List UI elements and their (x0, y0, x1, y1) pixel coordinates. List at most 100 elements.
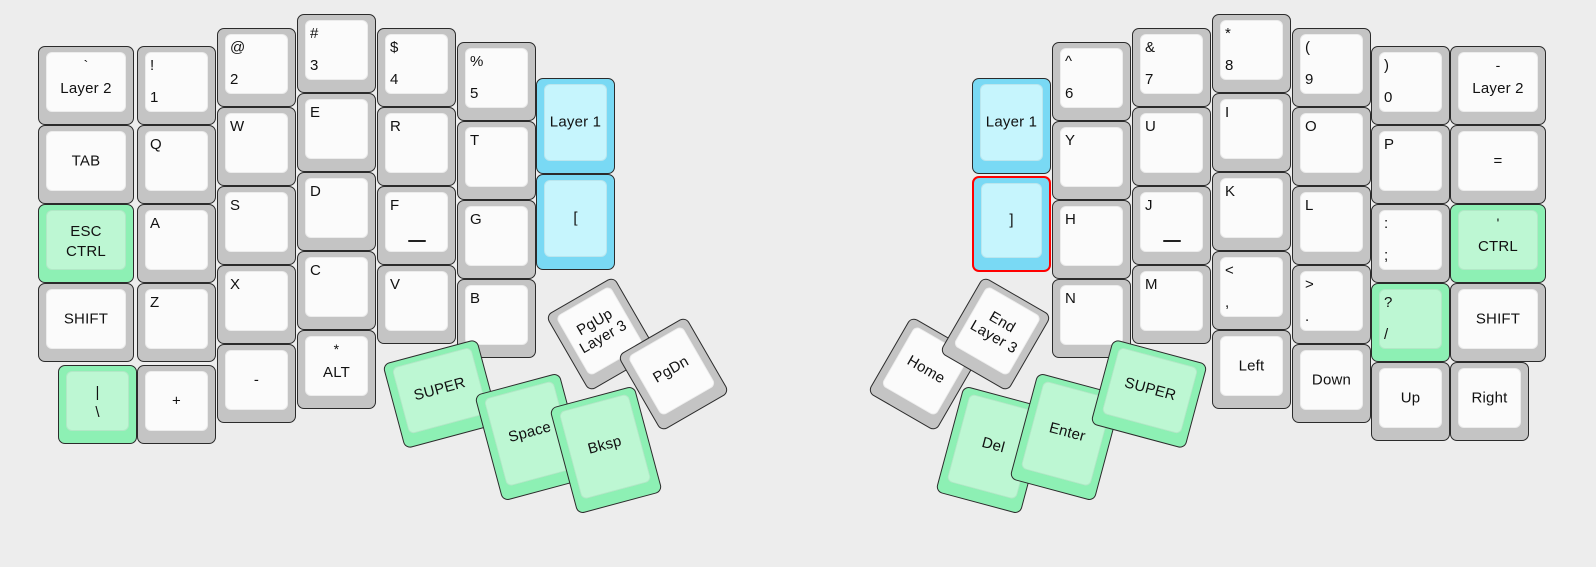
key-label: / (1384, 326, 1389, 343)
key-r-6[interactable]: ^6 (1052, 42, 1131, 121)
key-l-t[interactable]: T (457, 121, 536, 200)
key-l-layer1[interactable]: Layer 1 (536, 78, 615, 174)
key-r-slash[interactable]: ?/ (1371, 283, 1450, 362)
key-label: 1 (150, 89, 159, 106)
key-r-dot[interactable]: >. (1292, 265, 1371, 344)
key-label: Left (1238, 357, 1265, 374)
key-l-s[interactable]: S (217, 186, 296, 265)
key-r-o[interactable]: O (1292, 107, 1371, 186)
keycap-surface (544, 180, 607, 257)
key-l-lbracket[interactable]: [ (536, 174, 615, 270)
key-r-quote-ctrl[interactable]: 'CTRL (1450, 204, 1546, 283)
key-r-7[interactable]: &7 (1132, 28, 1211, 107)
key-r-u[interactable]: U (1132, 107, 1211, 186)
key-l-w[interactable]: W (217, 107, 296, 186)
key-r-shift[interactable]: SHIFT (1450, 283, 1546, 362)
key-label: M (1145, 276, 1158, 293)
key-r-l[interactable]: L (1292, 186, 1371, 265)
key-label: # (310, 25, 319, 42)
key-l-2[interactable]: @2 (217, 28, 296, 107)
key-l-grave-layer2[interactable]: `Layer 2 (38, 46, 134, 125)
key-label: Y (1065, 132, 1076, 149)
keycap-surface (1060, 285, 1123, 345)
keycap-surface (385, 34, 448, 94)
key-l-e[interactable]: E (297, 93, 376, 172)
key-r-j[interactable]: J (1132, 186, 1211, 265)
key-r-8[interactable]: *8 (1212, 14, 1291, 93)
key-r-colon[interactable]: :; (1371, 204, 1450, 283)
key-label: A (150, 215, 161, 232)
keycap-surface (1379, 52, 1442, 112)
key-l-3[interactable]: #3 (297, 14, 376, 93)
key-label: B (470, 290, 481, 307)
key-label: : (1384, 215, 1389, 232)
key-l-f[interactable]: F (377, 186, 456, 265)
key-r-p[interactable]: P (1371, 125, 1450, 204)
key-r-minus-layer2[interactable]: -Layer 2 (1450, 46, 1546, 125)
key-r-equal[interactable]: = (1450, 125, 1546, 204)
key-l-plus[interactable]: + (137, 365, 216, 444)
keycap-surface (465, 206, 528, 266)
key-r-rbracket[interactable]: ] (972, 176, 1051, 272)
keycap-surface (145, 371, 208, 431)
keycap-surface (465, 285, 528, 345)
key-r-n[interactable]: N (1052, 279, 1131, 358)
key-l-d[interactable]: D (297, 172, 376, 251)
key-label: V (390, 276, 401, 293)
key-l-4[interactable]: $4 (377, 28, 456, 107)
key-label: G (470, 211, 482, 228)
key-l-c[interactable]: C (297, 251, 376, 330)
key-label: * (333, 341, 340, 357)
key-r-y[interactable]: Y (1052, 121, 1131, 200)
key-l-q[interactable]: Q (137, 125, 216, 204)
keycap-surface (1140, 192, 1203, 252)
key-l-g[interactable]: G (457, 200, 536, 279)
key-l-v[interactable]: V (377, 265, 456, 344)
key-r-k[interactable]: K (1212, 172, 1291, 251)
key-r-left[interactable]: Left (1212, 330, 1291, 409)
key-label: T (470, 132, 480, 149)
keycap-surface (1379, 368, 1442, 428)
key-r-9[interactable]: (9 (1292, 28, 1371, 107)
key-l-minus[interactable]: - (217, 344, 296, 423)
key-l-alt[interactable]: *ALT (297, 330, 376, 409)
keycap-surface (305, 257, 368, 317)
key-r-m[interactable]: M (1132, 265, 1211, 344)
key-r-layer1[interactable]: Layer 1 (972, 78, 1051, 174)
key-label: | (95, 384, 100, 401)
key-label: ' (1496, 215, 1500, 231)
key-r-up[interactable]: Up (1371, 362, 1450, 441)
key-l-r[interactable]: R (377, 107, 456, 186)
keycap-surface (1140, 34, 1203, 94)
keycap-surface (980, 84, 1043, 161)
key-r-h[interactable]: H (1052, 200, 1131, 279)
key-l-1[interactable]: !1 (137, 46, 216, 125)
key-l-pipe-bslash[interactable]: |\ (58, 365, 137, 444)
key-label: C (310, 262, 322, 279)
key-l-shift[interactable]: SHIFT (38, 283, 134, 362)
keycap-surface (305, 99, 368, 159)
key-l-b[interactable]: B (457, 279, 536, 358)
key-label: - (253, 371, 260, 388)
keycap-surface (1060, 48, 1123, 108)
key-r-i[interactable]: I (1212, 93, 1291, 172)
key-l-tab[interactable]: TAB (38, 125, 134, 204)
keycap-surface (66, 371, 129, 431)
key-label: > (1305, 276, 1314, 293)
key-label: 0 (1384, 89, 1393, 106)
keycap-surface (1140, 113, 1203, 173)
key-r-right[interactable]: Right (1450, 362, 1529, 441)
key-label: CTRL (66, 243, 106, 260)
key-l-z[interactable]: Z (137, 283, 216, 362)
key-label: 4 (390, 71, 399, 88)
key-l-x[interactable]: X (217, 265, 296, 344)
keycap-surface (1379, 131, 1442, 191)
key-r-comma[interactable]: <, (1212, 251, 1291, 330)
key-l-a[interactable]: A (137, 204, 216, 283)
keycap-surface (145, 289, 208, 349)
key-r-down[interactable]: Down (1292, 344, 1371, 423)
key-r-0[interactable]: )0 (1371, 46, 1450, 125)
key-l-5[interactable]: %5 (457, 42, 536, 121)
